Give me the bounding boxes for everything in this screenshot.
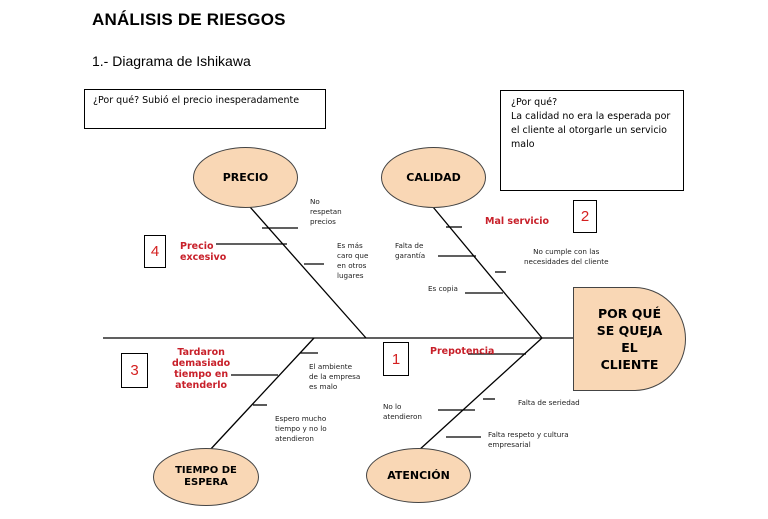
cause-falta-garantia: Falta de garantía [395, 241, 426, 260]
cause-ambiente: El ambiente de la empresa es malo [309, 362, 361, 391]
number-box-1: 1 [383, 342, 409, 376]
number-box-3: 3 [121, 353, 148, 388]
page-subtitle: 1.- Diagrama de Ishikawa [92, 53, 251, 69]
cause-no-lo-atendieron: No lo atendieron [383, 402, 422, 421]
cause-falta-respeto: Falta respeto y cultura empresarial [488, 430, 569, 449]
bone-calidad [432, 206, 543, 339]
cause-es-mas-caro: Es más caro que en otros lugares [337, 241, 369, 280]
category-atencion: ATENCIÓN [366, 448, 471, 503]
bone-tiempo [208, 337, 315, 452]
label-prepotencia: Prepotencia [430, 346, 495, 357]
category-tiempo-espera: TIEMPO DE ESPERA [153, 448, 259, 506]
question-box-price: ¿Por qué? Subió el precio inesperadament… [84, 89, 326, 129]
cause-falta-seriedad: Falta de seriedad [518, 398, 580, 407]
cause-no-respetan: No respetan precios [310, 197, 342, 226]
label-mal-servicio: Mal servicio [485, 216, 550, 227]
label-precio-excesivo: Precio excesivo [180, 241, 227, 263]
bone-precio [249, 206, 367, 339]
cause-espero: Espero mucho tiempo y no lo atendieron [275, 414, 327, 443]
category-calidad: CALIDAD [381, 147, 486, 208]
cause-es-copia: Es copia [428, 284, 458, 293]
question-box-quality: ¿Por qué? La calidad no era la esperada … [500, 90, 684, 191]
number-box-4: 4 [144, 235, 166, 268]
label-tardaron: Tardaron demasiado tiempo en atenderlo [172, 347, 231, 391]
cause-no-cumple: No cumple con las necesidades del client… [524, 247, 609, 266]
category-precio: PRECIO [193, 147, 298, 208]
number-box-2: 2 [573, 200, 597, 233]
page-title: ANÁLISIS DE RIESGOS [92, 10, 286, 29]
effect-head: POR QUÉ SE QUEJA EL CLIENTE [573, 287, 686, 391]
bone-atencion [417, 337, 543, 452]
